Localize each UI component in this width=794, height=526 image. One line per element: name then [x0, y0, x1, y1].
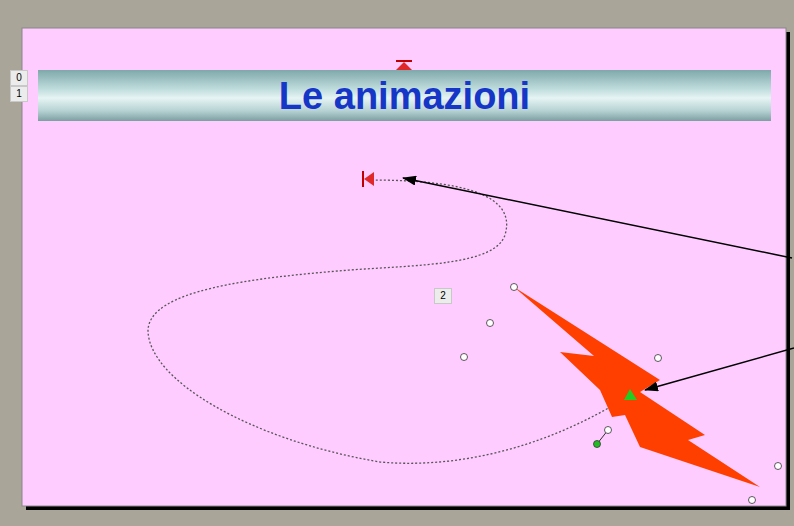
path-end-marker: [624, 389, 637, 400]
title-start-marker: [396, 61, 412, 70]
rotate-handle: [594, 441, 601, 448]
selection-handles: [461, 284, 782, 504]
lightning-shape: [514, 287, 760, 487]
animation-order-tag: 1: [10, 86, 28, 102]
animation-order-tag: 0: [10, 70, 28, 86]
slide-title: Le animazioni: [279, 77, 530, 115]
slide-background: [22, 28, 786, 506]
pointer-arrow: [403, 178, 792, 258]
pointer-arrow: [645, 348, 794, 390]
animation-order-tag: 2: [434, 288, 452, 304]
title-band: Le animazioni: [38, 70, 771, 121]
path-start-marker: [363, 171, 374, 187]
